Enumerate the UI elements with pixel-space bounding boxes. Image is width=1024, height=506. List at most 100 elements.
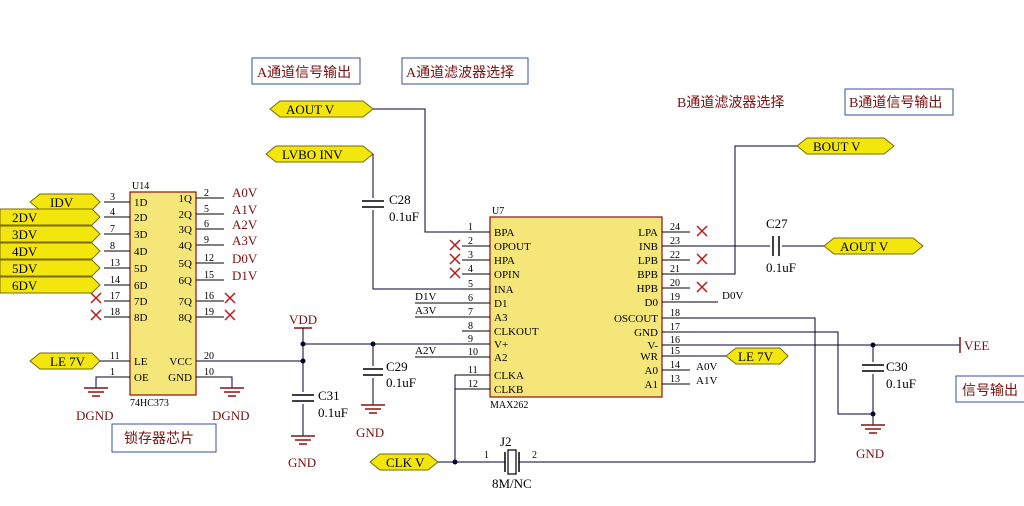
pin-number: 18 — [670, 308, 680, 319]
pin-number: 7 — [468, 307, 473, 318]
svg-text:B通道信号输出: B通道信号输出 — [849, 95, 942, 111]
pin-name: BPB — [637, 269, 658, 281]
svg-text:4DV: 4DV — [12, 244, 38, 259]
pin-name: OPIN — [494, 269, 520, 281]
svg-text:3DV: 3DV — [12, 227, 38, 242]
capacitor-c28 — [362, 200, 384, 208]
c28-ref: C28 — [389, 192, 411, 207]
pin-name: 1D — [134, 197, 148, 209]
svg-text:U7: U7 — [492, 206, 504, 217]
svg-text:8M/NC: 8M/NC — [492, 476, 532, 491]
net-port-aout-top: AOUT V — [269, 100, 374, 118]
svg-text:MAX262: MAX262 — [490, 400, 528, 411]
pin-name: LPA — [638, 227, 658, 239]
pin-name: 4D — [134, 246, 148, 258]
pin-number: 13 — [670, 374, 680, 385]
pin-name: LPB — [638, 255, 658, 267]
net-a1v: A1V — [232, 202, 258, 217]
pin-name: INB — [639, 241, 658, 253]
net-port-le-left: LE 7V — [29, 352, 101, 370]
pin-number: 6 — [468, 293, 473, 304]
pin-name: 3Q — [179, 224, 193, 236]
pin-name: 6Q — [179, 275, 193, 287]
pin-number: 23 — [670, 236, 680, 247]
pin-number: 11 — [468, 365, 478, 376]
pin-number: 3 — [110, 192, 115, 203]
capacitor-c27 — [772, 236, 780, 256]
net-u7-d1v: D1V — [415, 291, 436, 303]
pin-name: 2D — [134, 212, 148, 224]
u7-pin-24: 24 LPA — [638, 222, 690, 239]
pin-number: 17 — [110, 291, 120, 302]
pin-number: 1 — [468, 222, 473, 233]
svg-text:GND: GND — [288, 455, 316, 470]
net-u7-a3v: A3V — [415, 305, 436, 317]
annotation-a-filter-select: A通道滤波器选择 — [401, 57, 529, 85]
pin-name: 6D — [134, 280, 148, 292]
u7-pin-23: 23 INB — [639, 236, 690, 253]
chip-u7: U7 MAX262 — [489, 206, 663, 411]
pin-number: 24 — [670, 222, 680, 233]
pin-number: 20 — [204, 351, 214, 362]
pin-number: 1 — [110, 367, 115, 378]
pin-name: 5Q — [179, 258, 193, 270]
u14-pin-4: 4 2D — [104, 207, 148, 224]
svg-text:A通道滤波器选择: A通道滤波器选择 — [406, 65, 514, 81]
gnd-symbol-c30: GND — [856, 424, 885, 461]
pin-number: 14 — [670, 360, 680, 371]
svg-text:2: 2 — [532, 450, 537, 461]
pin-number: 21 — [670, 264, 680, 275]
pin-name: HPA — [494, 255, 515, 267]
pin-number: 4 — [468, 264, 473, 275]
pin-number: 12 — [468, 379, 478, 390]
pin-number: 10 — [204, 367, 214, 378]
pin-name: OPOUT — [494, 241, 531, 253]
svg-text:6DV: 6DV — [12, 278, 38, 293]
svg-text:CLK V: CLK V — [386, 455, 425, 470]
pin-name: GND — [168, 372, 192, 384]
pin-name: 3D — [134, 229, 148, 241]
svg-text:A通道信号输出: A通道信号输出 — [257, 65, 351, 81]
u7-right-pins: 24LPA23INB22LPB21BPB20HPB19D018OSCOUT17G… — [614, 222, 690, 391]
annotation-signal-out-partial: 信号输出 — [955, 375, 1024, 403]
svg-text:74HC373: 74HC373 — [130, 398, 169, 409]
net-port-idv: IDV — [29, 193, 101, 211]
svg-text:B通道滤波器选择: B通道滤波器选择 — [677, 95, 784, 111]
u7-pin-16: 16V- — [647, 335, 690, 352]
pin-number: 15 — [670, 346, 680, 357]
pin-name: OE — [134, 372, 149, 384]
vdd-symbol: VDD — [289, 312, 317, 334]
pin-name: 5D — [134, 263, 148, 275]
pin-name: VCC — [169, 356, 192, 368]
pin-number: 4 — [110, 207, 115, 218]
pin-name: 1Q — [179, 193, 193, 205]
u14-pin-9: 94Q — [179, 235, 224, 252]
pin-number: 19 — [204, 307, 214, 318]
u14-pin-1: 1 OE — [104, 367, 149, 384]
svg-text:LE 7V: LE 7V — [50, 354, 86, 369]
u14-pin-3: 3 1D — [104, 192, 148, 209]
c29-value: 0.1uF — [386, 375, 416, 390]
crystal-j2: J2 1 2 8M/NC — [484, 434, 537, 491]
pin-number: 13 — [110, 258, 120, 269]
pin-number: 6 — [204, 219, 209, 230]
net-u7-a1v: A1V — [696, 375, 717, 387]
